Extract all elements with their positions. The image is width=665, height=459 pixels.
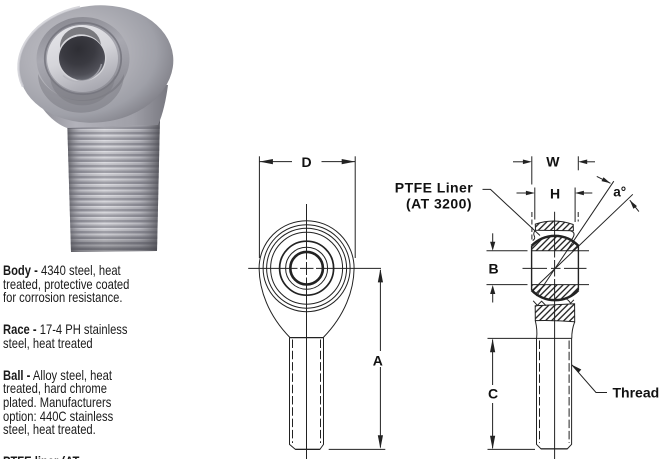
svg-text:A: A [373, 353, 383, 369]
svg-text:B: B [489, 260, 499, 276]
svg-text:W: W [546, 154, 560, 170]
svg-text:H: H [550, 185, 560, 201]
svg-text:Thread: Thread [613, 385, 660, 401]
svg-text:D: D [302, 154, 312, 170]
svg-text:(AT 3200): (AT 3200) [406, 196, 472, 212]
svg-text:PTFE Liner: PTFE Liner [395, 180, 473, 196]
svg-text:C: C [488, 386, 498, 402]
svg-text:a°: a° [613, 185, 626, 200]
